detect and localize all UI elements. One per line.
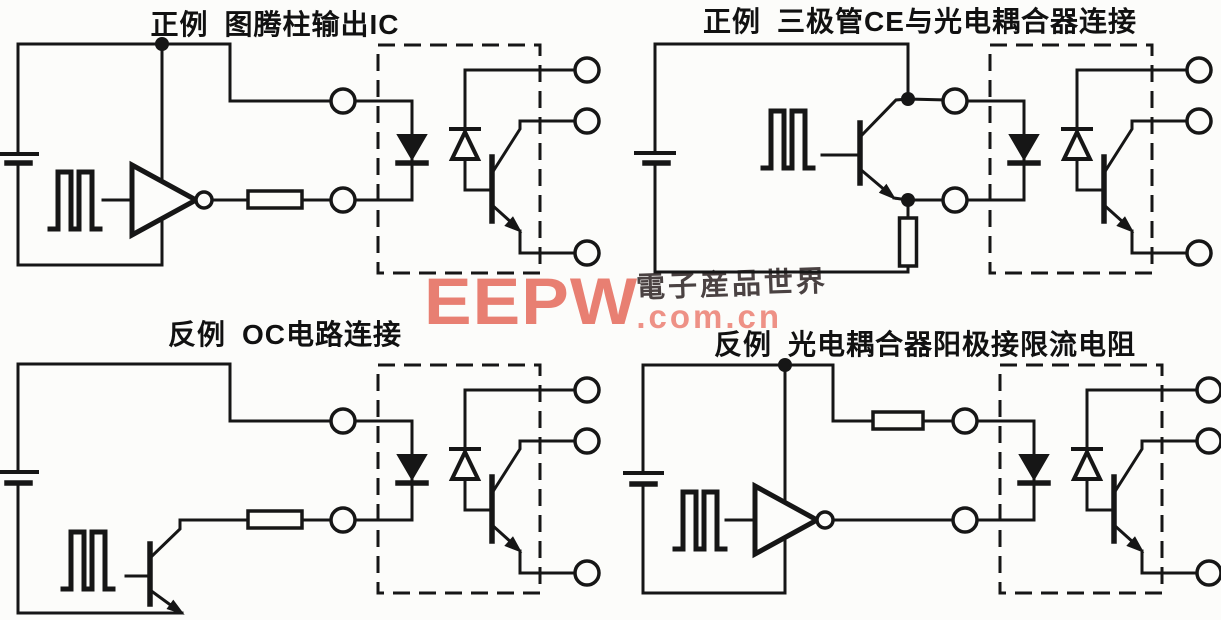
npn-transistor-icon — [820, 97, 910, 202]
circuit-transistor-ce — [634, 42, 1211, 274]
optocoupler-icon — [953, 365, 1221, 593]
optocoupler-icon — [331, 365, 599, 593]
resistor-icon — [246, 509, 304, 530]
example-name: OC电路连接 — [242, 319, 403, 350]
battery-icon — [0, 42, 39, 267]
resistor-icon — [871, 410, 925, 431]
example-tag: 正例 — [703, 6, 762, 37]
pulse-signal-icon — [672, 489, 728, 552]
example-name: 图腾柱输出IC — [224, 9, 400, 40]
circuit-anode-resistor — [623, 358, 1221, 595]
example-tag: 正例 — [150, 9, 209, 40]
battery-icon — [0, 362, 39, 615]
circuit-open-collector — [0, 362, 599, 615]
caption-bottom-right: 反例光电耦合器阳极接限流电阻 — [645, 323, 1205, 363]
npn-transistor-icon — [124, 518, 185, 615]
example-tag: 反例 — [713, 329, 772, 360]
inverter-gate-icon — [101, 160, 214, 240]
inverter-gate-icon — [724, 481, 835, 559]
circuit-totem-pole — [0, 37, 599, 273]
example-name: 三极管CE与光电耦合器连接 — [777, 6, 1137, 37]
optocoupler-icon — [331, 45, 599, 273]
example-name: 光电耦合器阳极接限流电阻 — [788, 329, 1137, 360]
example-tag: 反例 — [167, 319, 226, 350]
caption-top-right: 正例三极管CE与光电耦合器连接 — [670, 0, 1170, 40]
caption-top-left: 正例图腾柱输出IC — [90, 3, 460, 43]
battery-icon — [634, 42, 676, 274]
resistor-icon — [246, 189, 304, 210]
caption-bottom-left: 反例 OC电路连接 — [120, 313, 450, 353]
resistor-icon — [897, 216, 919, 268]
pulse-signal-icon — [60, 529, 116, 592]
optocoupler-icon — [943, 45, 1211, 273]
pulse-signal-icon — [47, 169, 103, 232]
battery-icon — [623, 363, 664, 595]
pulse-signal-icon — [760, 108, 816, 171]
